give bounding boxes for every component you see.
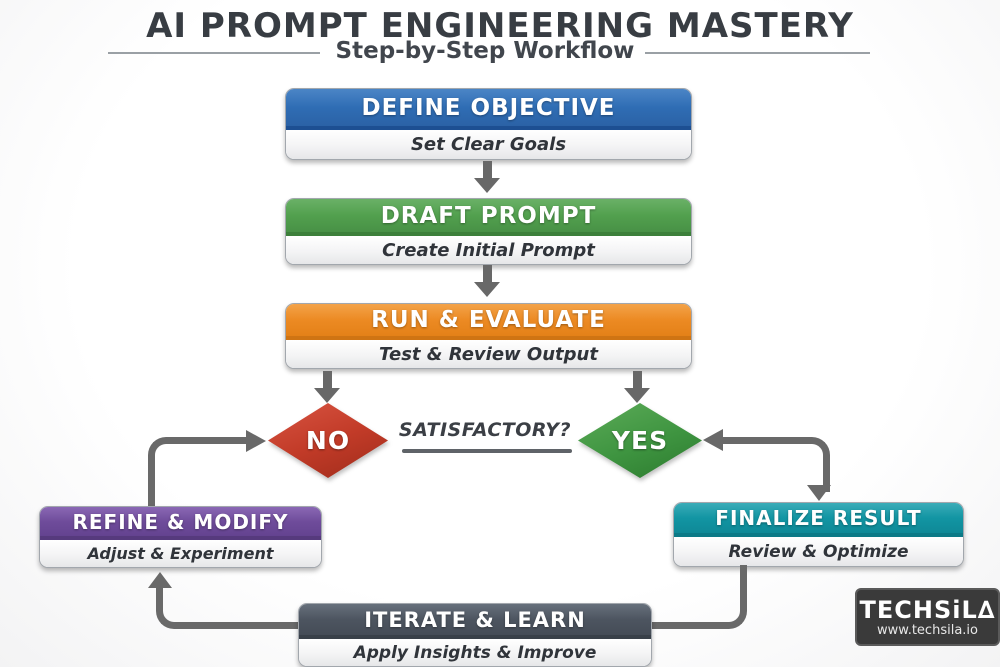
- techsila-logo: TECHSiL∆ www.techsila.io: [855, 588, 1000, 646]
- arrowhead-into-refine-icon: [148, 572, 172, 588]
- step-draft-prompt-subtitle: Create Initial Prompt: [286, 236, 691, 264]
- decision-question: SATISFACTORY?: [398, 419, 572, 441]
- decision-no-wrapper: NO: [268, 403, 388, 478]
- page-title: AI PROMPT ENGINEERING MASTERY: [146, 6, 854, 46]
- connector-refine-to-no: [148, 437, 255, 514]
- decision-yes-diamond: YES: [578, 403, 702, 478]
- arrow-draft-to-run: [474, 265, 500, 297]
- arrow-shaft: [322, 371, 332, 388]
- step-run-evaluate: RUN & EVALUATE Test & Review Output: [285, 303, 692, 369]
- techsila-logo-text: TECHSiL∆: [859, 595, 996, 624]
- arrow-shaft: [632, 371, 642, 388]
- step-draft-prompt-title: DRAFT PROMPT: [286, 199, 691, 236]
- step-run-evaluate-title: RUN & EVALUATE: [286, 304, 691, 340]
- decision-yes-wrapper: YES: [578, 403, 702, 478]
- step-run-evaluate-subtitle: Test & Review Output: [286, 340, 691, 368]
- step-iterate-learn: ITERATE & LEARN Apply Insights & Improve: [298, 603, 652, 667]
- arrow-shaft: [482, 265, 492, 282]
- decision-question-underline: [402, 449, 572, 453]
- step-finalize-result-subtitle: Review & Optimize: [674, 537, 963, 566]
- step-iterate-learn-subtitle: Apply Insights & Improve: [299, 639, 651, 666]
- arrow-run-to-no: [314, 371, 340, 403]
- step-finalize-result-title: FINALIZE RESULT: [674, 503, 963, 537]
- step-finalize-result: FINALIZE RESULT Review & Optimize: [673, 502, 964, 567]
- arrow-define-to-draft: [474, 161, 500, 193]
- arrow-run-to-yes: [624, 371, 650, 403]
- techsila-website: www.techsila.io: [877, 622, 978, 638]
- step-define-objective-title: DEFINE OBJECTIVE: [286, 89, 691, 130]
- arrow-down-icon: [474, 282, 500, 297]
- subtitle-divider-left: [108, 52, 320, 54]
- step-define-objective: DEFINE OBJECTIVE Set Clear Goals: [285, 88, 692, 160]
- decision-no-diamond: NO: [268, 403, 388, 478]
- connector-yes-to-finalize: [717, 437, 830, 492]
- arrow-down-icon: [314, 388, 340, 403]
- arrowhead-into-finalize-icon: [807, 485, 831, 501]
- step-refine-modify: REFINE & MODIFY Adjust & Experiment: [39, 506, 322, 568]
- arrowhead-into-no-icon: [246, 430, 266, 452]
- step-refine-modify-title: REFINE & MODIFY: [40, 507, 321, 540]
- step-iterate-learn-title: ITERATE & LEARN: [299, 604, 651, 639]
- arrow-down-icon: [474, 178, 500, 193]
- connector-iterate-to-refine: [156, 588, 305, 629]
- connector-finalize-to-iterate: [652, 565, 747, 629]
- page-subtitle: Step-by-Step Workflow: [335, 38, 635, 64]
- subtitle-divider-right: [645, 52, 870, 54]
- arrow-down-icon: [624, 388, 650, 403]
- arrow-shaft: [482, 161, 492, 178]
- step-refine-modify-subtitle: Adjust & Experiment: [40, 540, 321, 567]
- step-draft-prompt: DRAFT PROMPT Create Initial Prompt: [285, 198, 692, 265]
- step-define-objective-subtitle: Set Clear Goals: [286, 130, 691, 159]
